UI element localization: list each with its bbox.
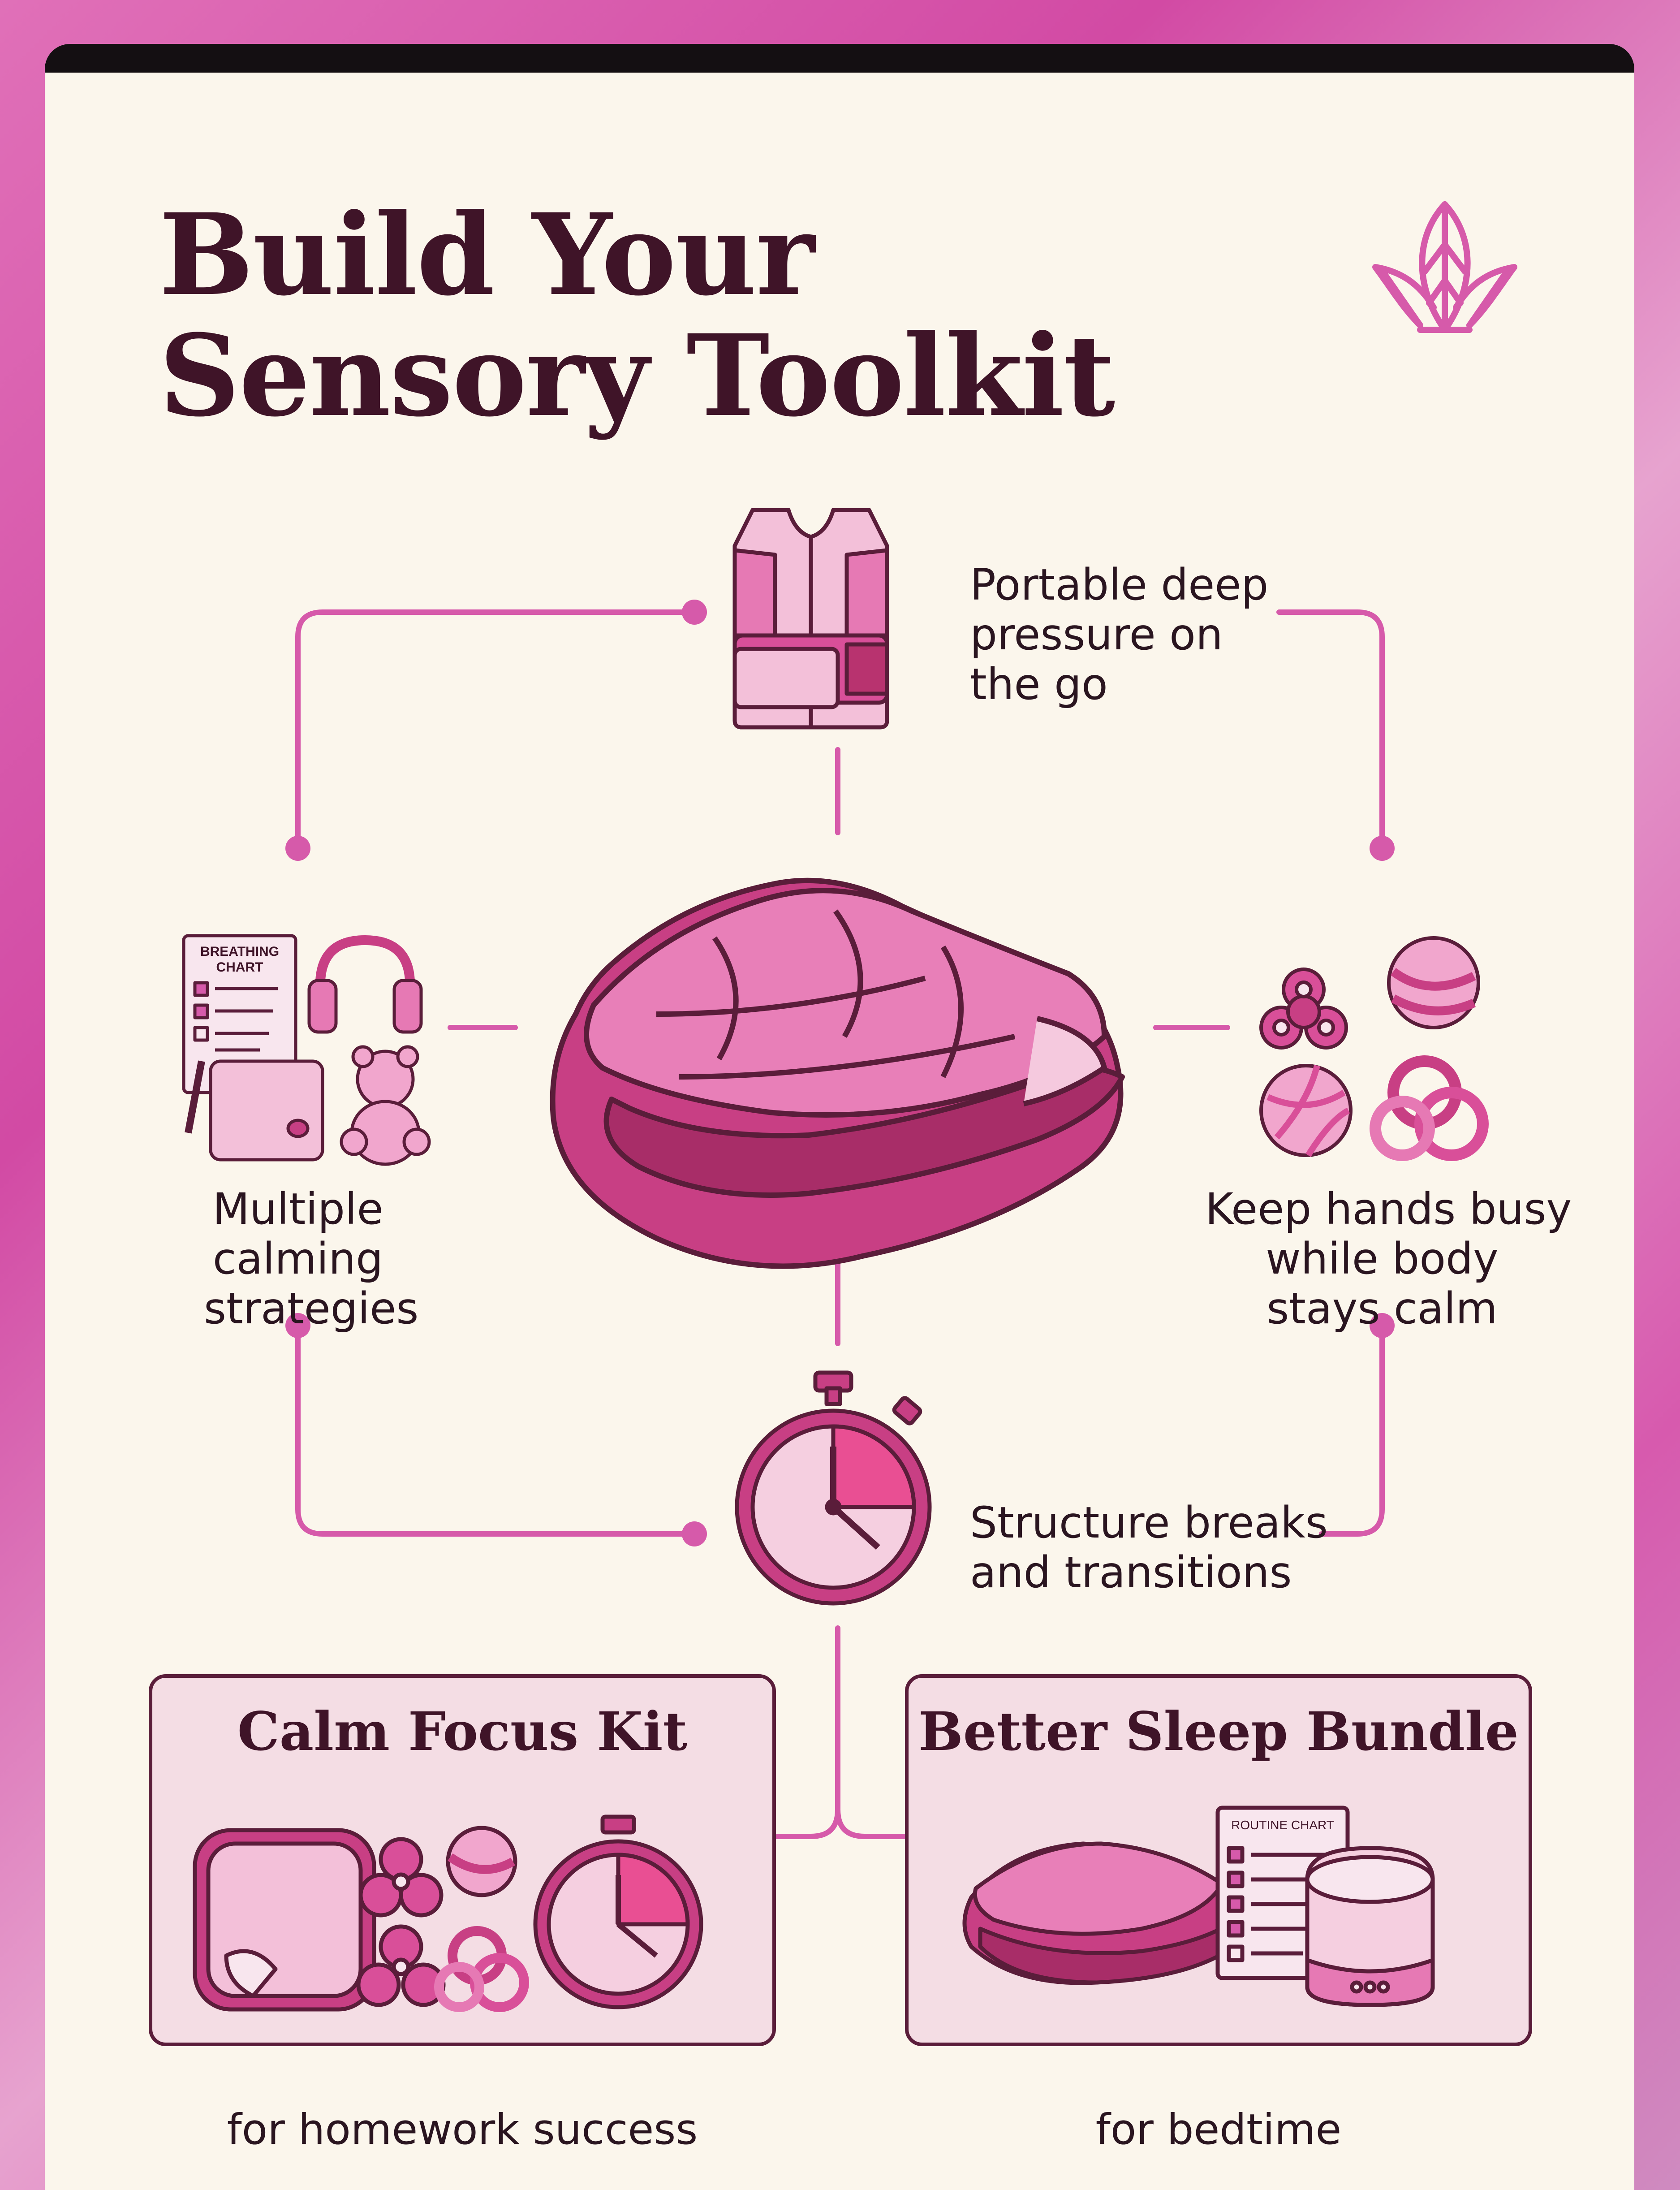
weighted-blanket-icon: [550, 877, 1125, 1269]
bottom-node-line-2: and transitions: [970, 1547, 1292, 1598]
title-line-2: Sensory Toolkit: [159, 310, 1115, 441]
bottom-node-label: Structure breaks and transitions: [970, 1498, 1328, 1598]
kit-title-calm-focus: Calm Focus Kit: [237, 1700, 688, 1762]
card-top-bar: [45, 44, 1634, 73]
better-sleep-items-icon: ROUTINE CHART: [962, 1806, 1435, 2007]
top-node-line-3: the go: [970, 659, 1108, 709]
kit-subtitle-better-sleep: for bedtime: [1095, 2105, 1342, 2154]
calm-focus-kit-card: Calm Focus Kit: [149, 1674, 776, 2046]
weighted-vest-icon: [732, 508, 889, 730]
top-node-line-2: pressure on: [970, 609, 1223, 660]
right-node-line-3: stays calm: [1266, 1283, 1498, 1334]
page-title: Build Your Sensory Toolkit: [159, 189, 1115, 441]
left-node-line-1: Multiple: [212, 1184, 383, 1234]
left-node-line-2: calming: [212, 1234, 383, 1284]
right-node-line-1: Keep hands busy: [1205, 1184, 1572, 1234]
top-node-line-1: Portable deep: [970, 560, 1269, 610]
bottom-node-line-1: Structure breaks: [970, 1498, 1328, 1548]
fidget-toys-icon: [1259, 936, 1489, 1161]
left-node-line-3: strategies: [204, 1283, 419, 1334]
kit-subtitle-calm-focus: for homework success: [227, 2105, 698, 2154]
title-line-1: Build Your: [159, 189, 815, 320]
better-sleep-bundle-card: Better Sleep Bundle ROUTINE CHA: [905, 1674, 1532, 2046]
calm-focus-kit-items-icon: [193, 1814, 703, 2012]
infographic-card: Build Your Sensory Toolkit: [45, 44, 1634, 2190]
routine-chart-label: ROUTINE CHART: [1231, 1818, 1334, 1832]
left-node-label: Multiple calming strategies: [204, 1184, 419, 1334]
breathing-chart-line-2: CHART: [216, 960, 263, 975]
calming-tools-icon: BREATHING CHART: [182, 934, 431, 1166]
right-node-label: Keep hands busy while body stays calm: [1205, 1184, 1572, 1334]
right-node-line-2: while body: [1266, 1234, 1499, 1284]
kit-title-better-sleep: Better Sleep Bundle: [918, 1700, 1519, 1762]
top-node-label: Portable deep pressure on the go: [970, 560, 1268, 709]
lotus-leaf-icon: [1372, 201, 1517, 333]
timer-icon: [735, 1370, 932, 1606]
breathing-chart-line-1: BREATHING: [200, 944, 279, 959]
connector-lines: [285, 600, 1395, 1839]
